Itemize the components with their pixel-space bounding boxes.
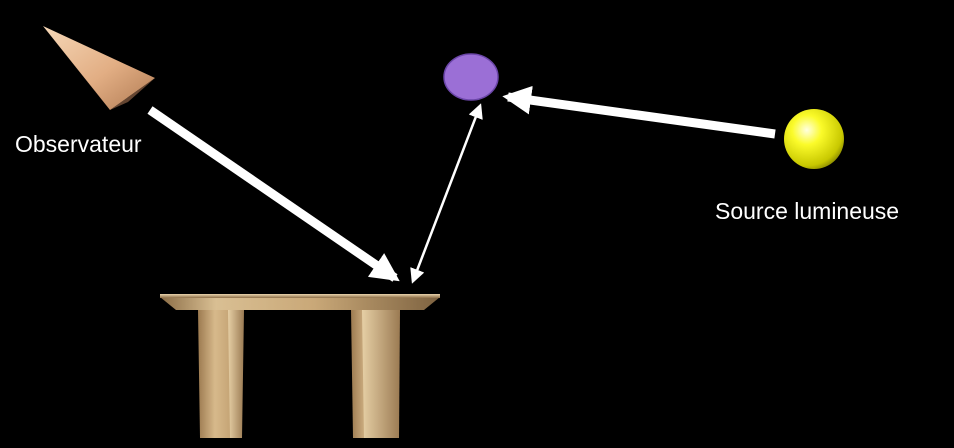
sample-point-circle <box>443 53 499 101</box>
bounce-ray-double-arrow <box>410 103 483 284</box>
observer-cone-icon <box>43 26 155 110</box>
light-ray-arrow <box>502 85 776 139</box>
light-source-sphere-icon <box>784 109 844 169</box>
observer-label: Observateur <box>15 131 142 157</box>
light-source-label: Source lumineuse <box>715 198 900 224</box>
observer-ray-arrow <box>147 106 400 282</box>
table-icon <box>160 294 440 438</box>
